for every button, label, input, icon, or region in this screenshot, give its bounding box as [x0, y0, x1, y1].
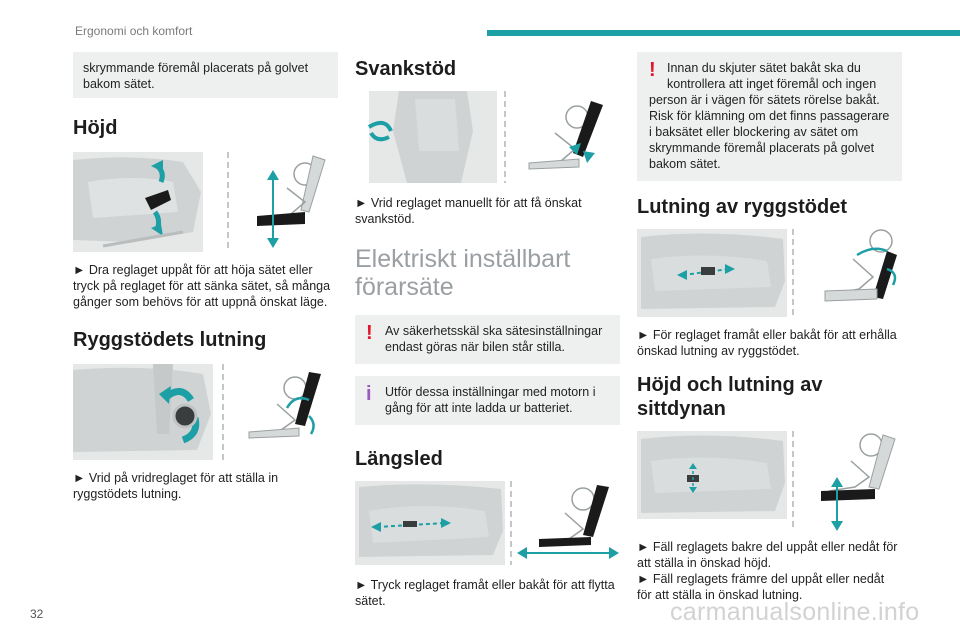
- info-box-engine: i Utför dessa inställningar med motorn i…: [355, 376, 620, 425]
- info-text-engine: Utför dessa inställningar med motorn i g…: [385, 385, 596, 415]
- continued-note-text: skrymmande föremål placerats på golvet b…: [83, 61, 309, 91]
- heading-hojd-lutning-line1: Höjd och lutning av: [637, 374, 823, 396]
- heading-hojd: Höjd: [73, 117, 118, 139]
- figure-seat-height: [73, 152, 338, 252]
- column-3: ! Innan du skjuter sätet bakåt ska du ko…: [637, 52, 902, 603]
- heading-hojd-lutning: Höjd och lutning av sittdynan: [637, 373, 902, 421]
- warning-backward-line2: kontrollera att inget föremål och ingen: [667, 77, 877, 91]
- text-svankstod: ► Vrid reglaget manuellt för att få önsk…: [355, 196, 582, 226]
- warning-box-backward: ! Innan du skjuter sätet bakåt ska du ko…: [637, 52, 902, 181]
- warning-text-safety: Av säkerhetsskäl ska sätesinställningar …: [385, 324, 603, 354]
- text-ryggstod: ► Vrid på vridreglaget för att ställa in…: [73, 471, 279, 501]
- figure-cushion-height-tilt: [637, 431, 902, 531]
- figure-longitudinal: [355, 481, 620, 565]
- running-head: Ergonomi och komfort: [75, 24, 193, 38]
- heading-lutning: Lutning av ryggstödet: [637, 196, 847, 218]
- heading-ryggstod: Ryggstödets lutning: [73, 329, 267, 351]
- watermark: carmanualsonline.info: [670, 598, 920, 626]
- info-icon: i: [366, 383, 372, 405]
- heading-langsled: Längsled: [355, 448, 443, 470]
- figure-lumbar-support: [355, 91, 620, 183]
- text-langsled: ► Tryck reglaget framåt eller bakåt för …: [355, 578, 615, 608]
- exclamation-icon: !: [649, 59, 656, 81]
- column-1: skrymmande föremål placerats på golvet b…: [73, 52, 338, 502]
- heading-elektriskt: Elektriskt inställbart förarsäte: [355, 245, 620, 301]
- column-2: Svankstöd ► Vrid reglaget manuellt för a…: [355, 52, 620, 609]
- warning-box-safety: ! Av säkerhetsskäl ska sätesinställninga…: [355, 315, 620, 364]
- text-lutning: ► För reglaget framåt eller bakåt för at…: [637, 328, 897, 358]
- heading-elektriskt-line1: Elektriskt inställbart: [355, 245, 571, 273]
- text-hojd-lutning-2: ► Fäll reglagets främre del uppåt eller …: [637, 572, 885, 602]
- text-hojd-lutning-1: ► Fäll reglagets bakre del uppåt eller n…: [637, 540, 898, 570]
- figure-backrest-angle: [637, 229, 902, 317]
- figure-backrest-tilt: [73, 364, 338, 460]
- heading-svankstod: Svankstöd: [355, 58, 457, 80]
- text-hojd: ► Dra reglaget uppåt för att höja sätet …: [73, 263, 331, 309]
- warning-backward-rest: person är i vägen för sätets rörelse bak…: [649, 93, 890, 171]
- exclamation-icon: !: [366, 322, 373, 344]
- page-number: 32: [30, 607, 44, 621]
- header-accent-bar: [487, 30, 960, 36]
- heading-elektriskt-line2: förarsäte: [355, 273, 454, 301]
- continued-note-box: skrymmande föremål placerats på golvet b…: [73, 52, 338, 98]
- heading-hojd-lutning-line2: sittdynan: [637, 398, 726, 420]
- warning-backward-line1: Innan du skjuter sätet bakåt ska du: [667, 61, 861, 75]
